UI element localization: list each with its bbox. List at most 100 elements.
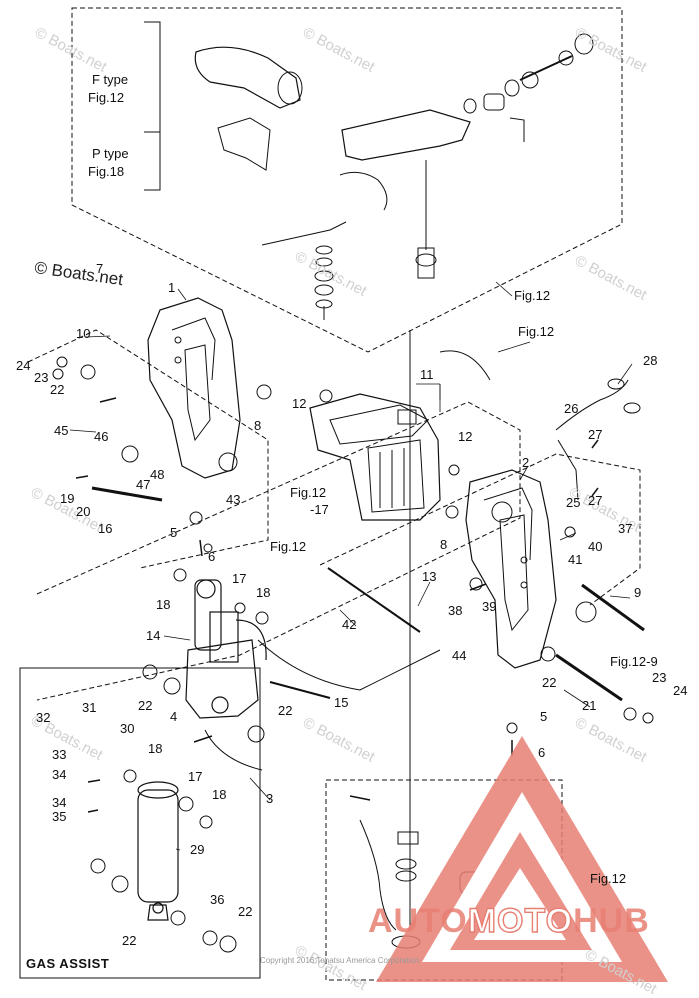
ptype-figure-ref[interactable]: Fig.18: [88, 164, 125, 179]
handle-bracket-p: [217, 117, 271, 171]
part-number[interactable]: 48: [150, 467, 165, 482]
part-number[interactable]: 19: [60, 491, 75, 506]
part-number[interactable]: 14: [146, 628, 161, 643]
center-dashed-boundary: [36, 401, 521, 701]
part-number[interactable]: 2: [522, 455, 530, 470]
part-number[interactable]: 22: [50, 382, 65, 397]
part-number[interactable]: 26: [564, 401, 579, 416]
ptype-label: P type: [92, 146, 129, 161]
part-number[interactable]: 24: [673, 683, 688, 698]
left-dashed-boundary: [27, 329, 269, 569]
part-number[interactable]: 45: [54, 423, 69, 438]
part-number[interactable]: 35: [52, 809, 67, 824]
part-number[interactable]: 17: [188, 769, 203, 784]
brand-moto: MOTO: [467, 901, 574, 940]
part-number[interactable]: 23: [652, 670, 667, 685]
part-number[interactable]: 5: [540, 709, 548, 724]
part-number[interactable]: 5: [170, 525, 178, 540]
gas-cylinder: [137, 781, 179, 921]
part-number[interactable]: 6: [538, 745, 546, 760]
part-number[interactable]: 31: [82, 700, 97, 715]
part-number[interactable]: 47: [136, 477, 151, 492]
part-number[interactable]: 37: [618, 521, 633, 536]
part-number[interactable]: 40: [588, 539, 603, 554]
part-number[interactable]: 22: [238, 904, 253, 919]
part-number[interactable]: 10: [76, 326, 91, 341]
right-dashed-boundary: [319, 453, 641, 606]
brand-auto: AUTO: [368, 902, 468, 940]
part-number[interactable]: 36: [210, 892, 225, 907]
part-number[interactable]: 18: [156, 597, 171, 612]
leader-lines: [69, 281, 633, 851]
part-number[interactable]: 22: [122, 933, 137, 948]
gas-assist-label: GAS ASSIST: [26, 956, 110, 971]
fig-callout[interactable]: Fig.12: [514, 288, 551, 303]
shaft-21: [555, 653, 623, 702]
part-number[interactable]: 27: [588, 427, 603, 442]
fig-callout[interactable]: Fig.12: [590, 871, 627, 886]
part-number[interactable]: 38: [448, 603, 463, 618]
fig-callout[interactable]: Fig.12-9: [610, 654, 658, 669]
part-number[interactable]: 34: [52, 767, 67, 782]
part-number[interactable]: 34: [52, 795, 67, 810]
rod-42: [327, 567, 421, 633]
fig-callout[interactable]: Fig.12: [518, 324, 555, 339]
part-number[interactable]: 15: [334, 695, 349, 710]
hose-b: [257, 639, 441, 691]
fig-callout[interactable]: Fig.12: [290, 485, 327, 500]
part-number[interactable]: 17: [232, 571, 247, 586]
part-number[interactable]: 9: [634, 585, 642, 600]
part-number[interactable]: 43: [226, 492, 241, 507]
part-number[interactable]: 4: [170, 709, 178, 724]
part-number[interactable]: 18: [148, 741, 163, 756]
part-number[interactable]: 27: [588, 493, 603, 508]
brand-hub: HUB: [573, 902, 650, 940]
ftype-figure-ref[interactable]: Fig.12: [88, 90, 125, 105]
top-dashed-boundary: [71, 7, 623, 353]
part-number[interactable]: 21: [582, 698, 597, 713]
part-number[interactable]: 8: [254, 418, 262, 433]
part-number[interactable]: 23: [34, 370, 49, 385]
steering-arm: [341, 109, 471, 161]
part-number[interactable]: 25: [566, 495, 581, 510]
part-number[interactable]: 1: [168, 280, 176, 295]
part-number[interactable]: 20: [76, 504, 91, 519]
part-number[interactable]: 46: [94, 429, 109, 444]
part-number[interactable]: 3: [266, 791, 274, 806]
part-number[interactable]: 16: [98, 521, 113, 536]
tow-handle: [194, 46, 301, 109]
part-number[interactable]: 13: [422, 569, 437, 584]
part-number[interactable]: 7: [96, 261, 104, 276]
part-number[interactable]: 32: [36, 710, 51, 725]
part-number[interactable]: 22: [278, 703, 293, 718]
part-number[interactable]: 24: [16, 358, 31, 373]
part-number[interactable]: 12: [458, 429, 473, 444]
part-number[interactable]: 44: [452, 648, 467, 663]
part-number[interactable]: 18: [256, 585, 271, 600]
part-number[interactable]: 18: [212, 787, 227, 802]
washer-stack: [314, 245, 334, 320]
swivel-bracket: [309, 393, 441, 521]
part-number[interactable]: 28: [643, 353, 658, 368]
clamp-bracket-right: [465, 469, 557, 669]
ftype-label: F type: [92, 72, 129, 87]
part-number[interactable]: 12: [292, 396, 307, 411]
part-number[interactable]: 11: [420, 367, 434, 382]
part-number[interactable]: 39: [482, 599, 497, 614]
part-number[interactable]: 42: [342, 617, 357, 632]
part-number[interactable]: 33: [52, 747, 67, 762]
part-number[interactable]: 22: [542, 675, 557, 690]
part-number[interactable]: 8: [440, 537, 448, 552]
brand-logo-mark: [376, 736, 668, 982]
fig-callout[interactable]: Fig.12: [270, 539, 307, 554]
bushings: [52, 356, 654, 953]
part-number[interactable]: 30: [120, 721, 135, 736]
part-number[interactable]: 22: [138, 698, 153, 713]
part-number[interactable]: 29: [190, 842, 205, 857]
part-number[interactable]: 41: [568, 552, 583, 567]
copyright-text: Copyright 2016 Tohatsu America Corporati…: [260, 956, 420, 965]
tilt-cylinder: [185, 579, 267, 719]
part-number[interactable]: 6: [208, 549, 216, 564]
tilt-link: [339, 171, 388, 211]
